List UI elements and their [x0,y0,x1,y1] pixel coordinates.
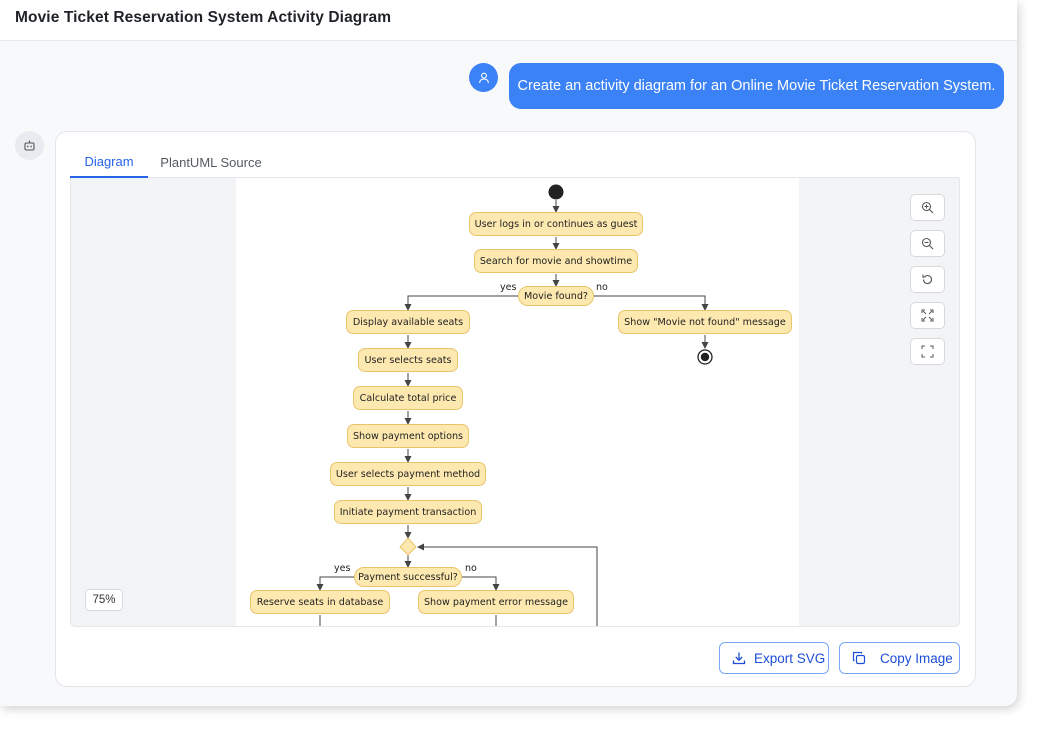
start-node [548,184,564,200]
fullscreen-icon [921,345,934,358]
tab-diagram[interactable]: Diagram [70,146,148,178]
zoom-level-badge: 75% [85,589,123,611]
activity-payment-options: Show payment options [347,424,469,448]
merge-node [399,537,417,556]
zoom-out-icon [921,237,934,250]
activity-login: User logs in or continues as guest [469,212,643,236]
download-icon [732,652,746,665]
fit-to-view-button[interactable] [910,302,945,329]
fullscreen-button[interactable] [910,338,945,365]
reset-icon [922,274,932,285]
activity-payment-error: Show payment error message [418,590,574,614]
diagram-viewer[interactable]: User logs in or continues as guest Searc… [70,178,960,627]
title-bar: Movie Ticket Reservation System Activity… [0,0,1017,41]
zoom-in-button[interactable] [910,194,945,221]
activity-init-transaction: Initiate payment transaction [334,500,482,524]
fit-icon [921,309,934,322]
zoom-in-icon [921,201,934,214]
copy-icon [852,651,866,665]
label-no-payment: no [465,563,477,574]
user-avatar [469,63,498,92]
assistant-response-card: Diagram PlantUML Source [55,131,976,687]
zoom-out-button[interactable] [910,230,945,257]
user-message: Create an activity diagram for an Online… [509,63,1004,109]
activity-select-seats: User selects seats [358,348,458,372]
activity-calc-price: Calculate total price [353,386,463,410]
copy-image-label: Copy Image [880,650,953,666]
diagram-edges [316,184,713,626]
activity-search: Search for movie and showtime [474,249,638,273]
diagram-canvas[interactable]: User logs in or continues as guest Searc… [236,178,799,626]
window-title: Movie Ticket Reservation System Activity… [15,9,392,26]
app-window: Movie Ticket Reservation System Activity… [0,0,1017,687]
tab-plantuml-source[interactable]: PlantUML Source [160,154,262,170]
label-no-found: no [596,282,608,293]
decision-payment-success: Payment successful? [354,567,462,587]
label-yes-payment: yes [334,563,351,574]
activity-not-found: Show "Movie not found" message [618,310,792,334]
tab-bar: Diagram PlantUML Source [70,146,959,178]
activity-reserve-seats: Reserve seats in database [250,590,390,614]
label-yes-found: yes [500,282,517,293]
export-svg-label: Export SVG [754,650,826,666]
reset-view-button[interactable] [910,266,945,293]
robot-icon [24,140,35,151]
bot-avatar [15,131,44,160]
copy-image-button[interactable]: Copy Image [839,642,960,674]
user-icon [478,72,489,83]
decision-movie-found: Movie found? [518,286,594,306]
export-svg-button[interactable]: Export SVG [719,642,829,674]
activity-select-method: User selects payment method [330,462,486,486]
activity-display-seats: Display available seats [346,310,470,334]
